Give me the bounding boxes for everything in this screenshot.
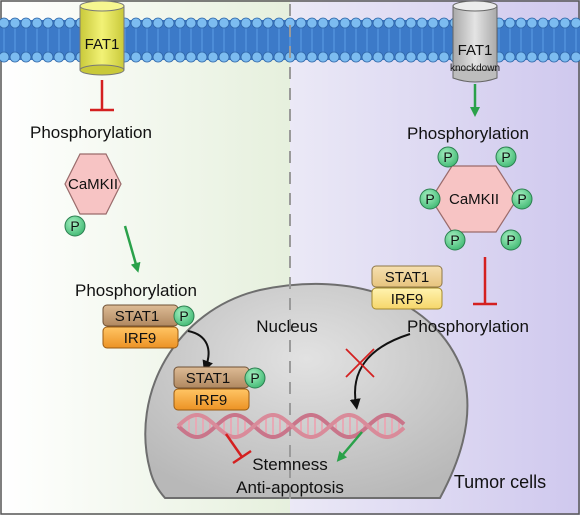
right-inhibition-camkii xyxy=(473,257,497,306)
left-camkii-label: CaMKII xyxy=(68,176,118,193)
right-camkii-label: CaMKII xyxy=(449,191,499,208)
left-p-circle: P xyxy=(64,215,86,237)
svg-text:P: P xyxy=(443,149,452,165)
svg-text:P: P xyxy=(179,308,188,324)
svg-text:P: P xyxy=(517,191,526,207)
svg-text:P: P xyxy=(425,191,434,207)
left-inhibition-dna xyxy=(224,433,252,465)
left-phosphorylation-mid: Phosphorylation xyxy=(75,281,197,300)
nucleus-label: Nucleus xyxy=(256,317,317,336)
left-fat1-receptor: FAT1 xyxy=(79,0,125,76)
right-p-circle: P xyxy=(444,229,466,251)
right-green-arrow-dna xyxy=(336,431,363,462)
svg-text:P: P xyxy=(70,218,79,234)
left-translocation-arrow xyxy=(187,330,213,372)
right-p-circles: P P P P P P xyxy=(419,146,533,251)
right-receptor-sublabel: knockdown xyxy=(450,63,500,74)
right-phosphorylation-bottom: Phosphorylation xyxy=(407,317,529,336)
svg-text:STAT1: STAT1 xyxy=(186,370,230,387)
right-p-circle: P xyxy=(419,188,441,210)
left-green-arrow xyxy=(123,225,141,273)
block-cross xyxy=(345,348,375,378)
dna-helix xyxy=(176,413,406,439)
svg-text:IRF9: IRF9 xyxy=(391,291,424,308)
right-p-circle: P xyxy=(437,146,459,168)
svg-text:STAT1: STAT1 xyxy=(115,308,159,325)
svg-text:IRF9: IRF9 xyxy=(124,330,157,347)
right-p-circle: P xyxy=(511,188,533,210)
left-receptor-label: FAT1 xyxy=(85,36,120,53)
right-p-circle: P xyxy=(500,229,522,251)
left-inhibition-receptor xyxy=(90,80,114,112)
tumor-cells-label: Tumor cells xyxy=(454,472,546,492)
right-blocked-arrow xyxy=(349,333,411,410)
svg-text:STAT1: STAT1 xyxy=(385,269,429,286)
right-phosphorylation-top: Phosphorylation xyxy=(407,124,529,143)
outcome-stemness: Stemness xyxy=(252,455,328,474)
svg-text:P: P xyxy=(501,149,510,165)
svg-text:P: P xyxy=(450,232,459,248)
left-phosphorylation-top: Phosphorylation xyxy=(30,123,152,142)
svg-text:P: P xyxy=(250,370,259,386)
right-p-circle: P xyxy=(495,146,517,168)
outcome-anti-apoptosis: Anti-apoptosis xyxy=(236,478,344,497)
svg-text:P: P xyxy=(506,232,515,248)
right-stat1-irf9: STAT1 IRF9 xyxy=(371,265,443,310)
right-fat1-receptor: FAT1 knockdown xyxy=(450,0,500,83)
left-stat1-irf9-cytoplasm: STAT1 P IRF9 xyxy=(102,304,195,349)
svg-text:IRF9: IRF9 xyxy=(195,392,228,409)
left-stat1-irf9-nucleus: STAT1 P IRF9 xyxy=(173,366,266,411)
right-receptor-label: FAT1 xyxy=(458,42,493,59)
left-camkii: CaMKII xyxy=(64,153,122,215)
